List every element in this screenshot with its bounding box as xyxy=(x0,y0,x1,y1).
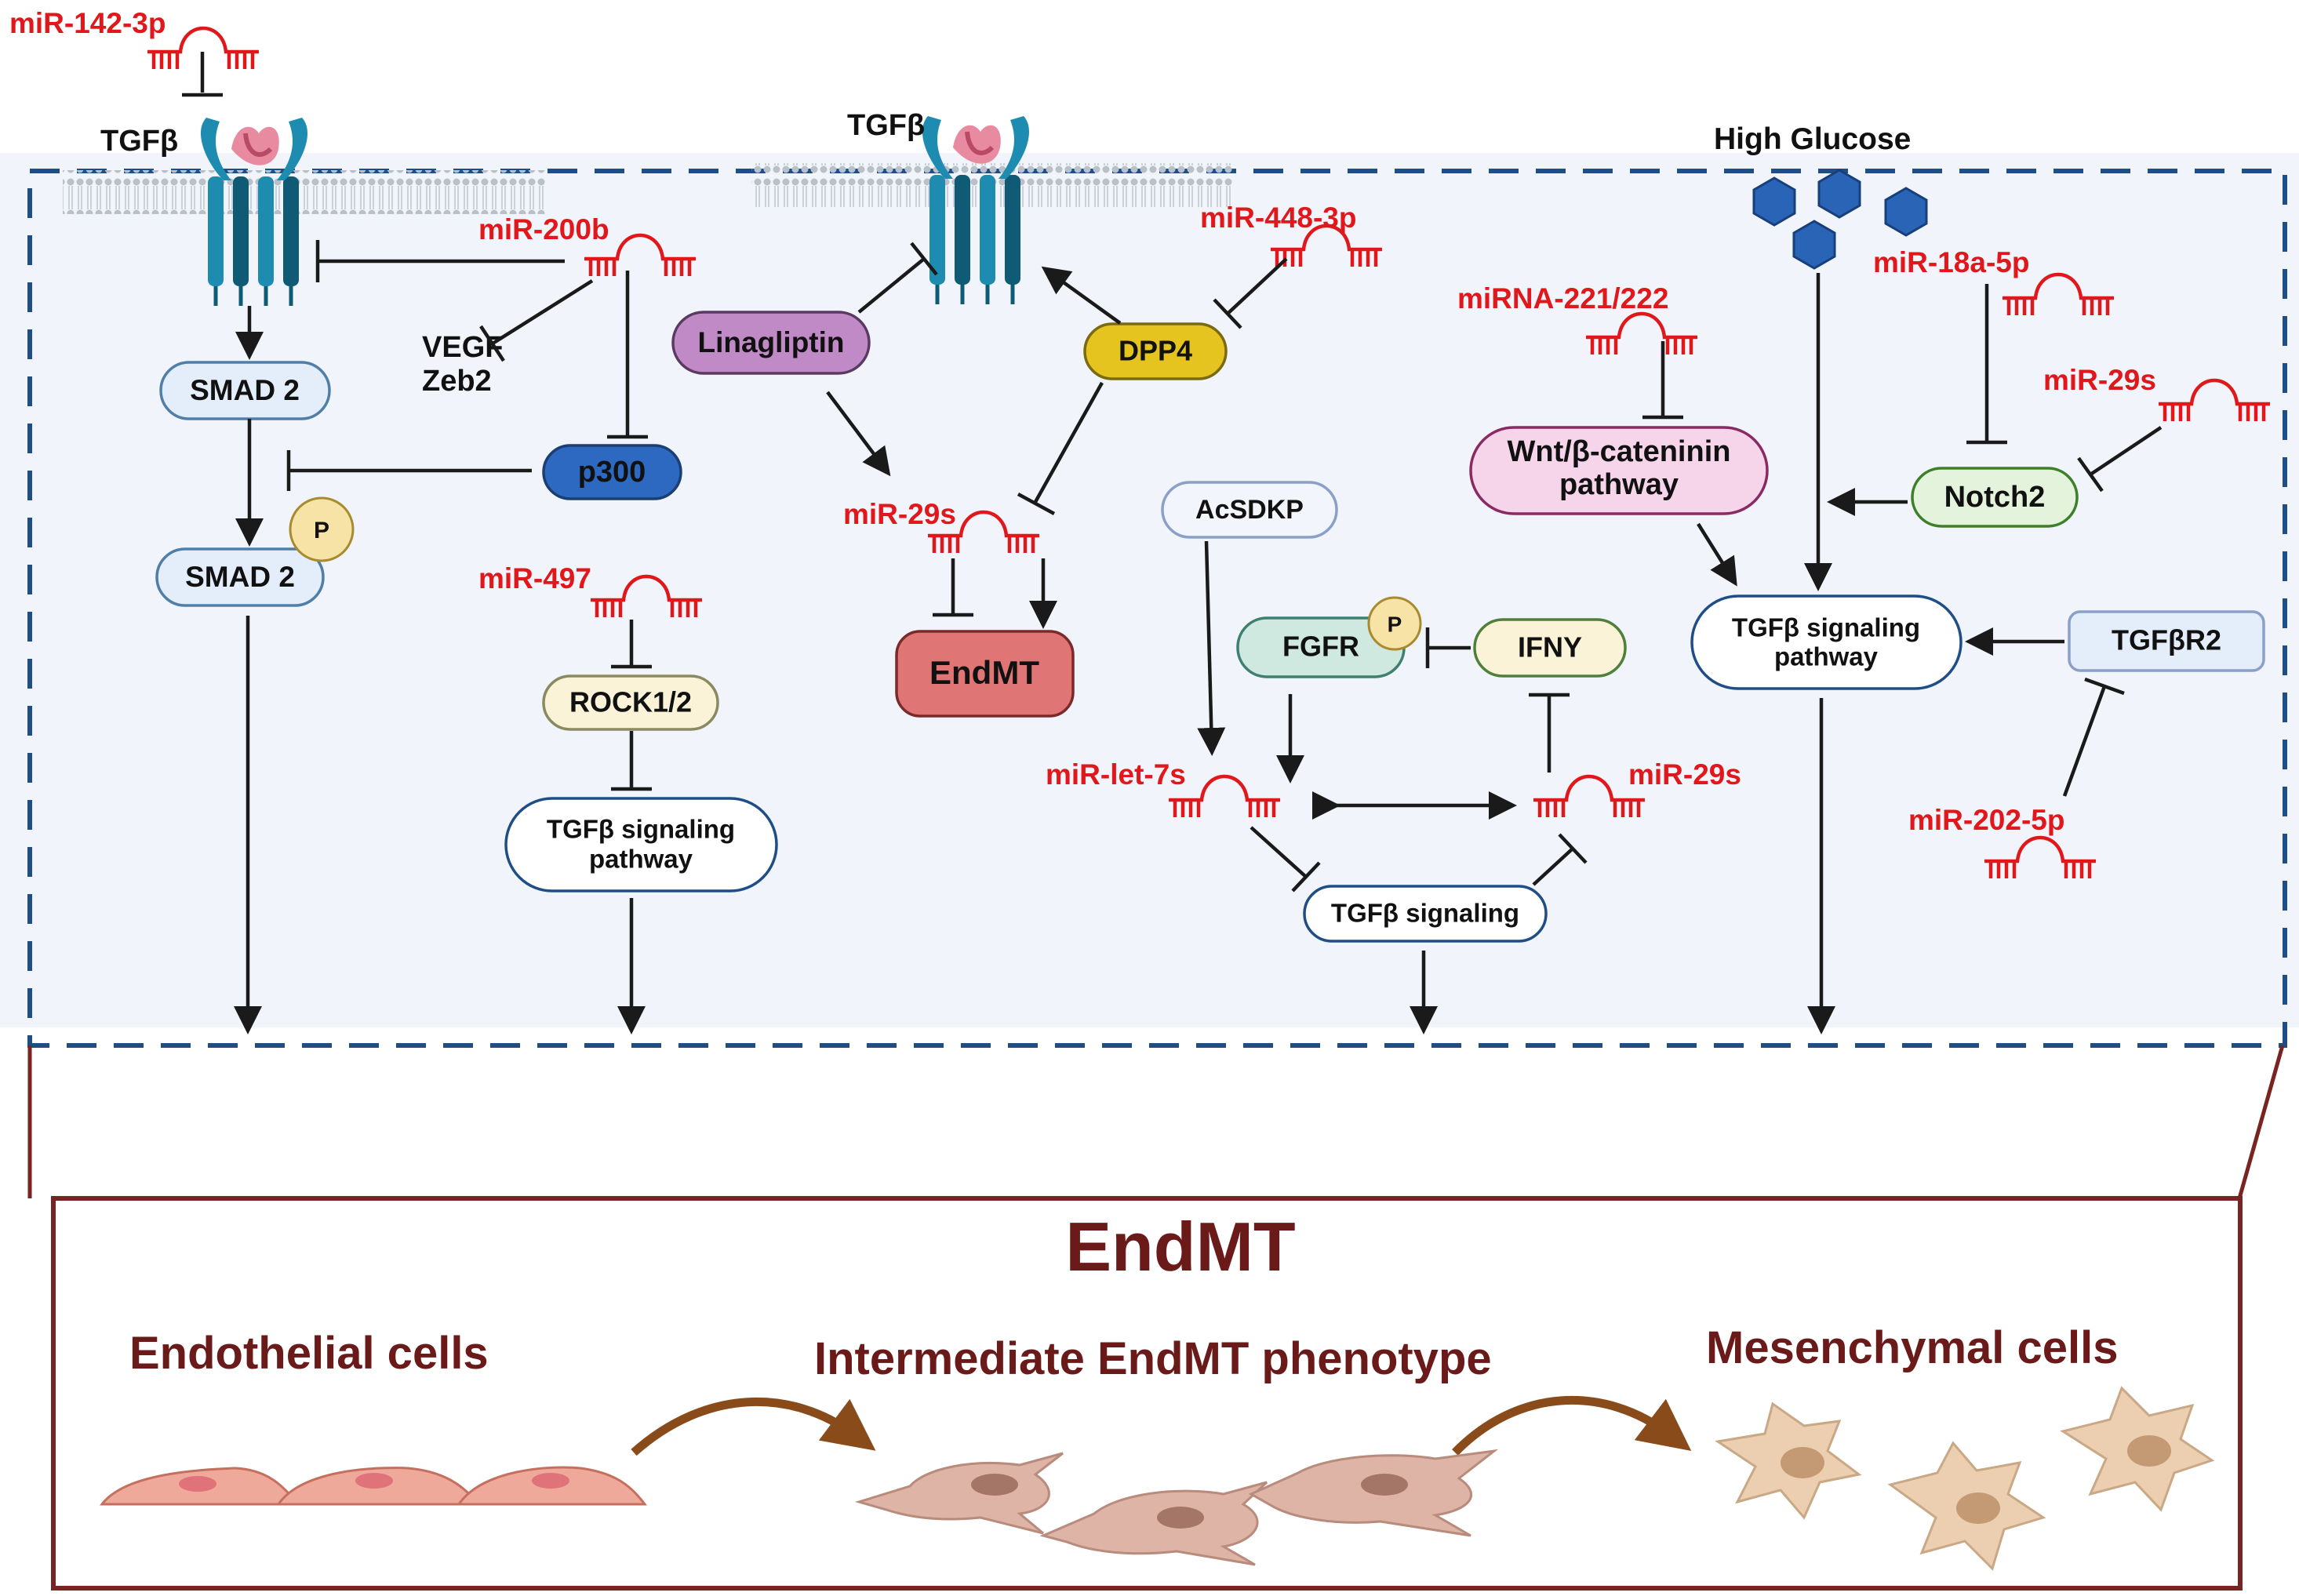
phospho-badge-smad: P xyxy=(289,496,355,562)
svg-text:SMAD 2: SMAD 2 xyxy=(185,561,295,593)
mirna-label: miR-202-5p xyxy=(1908,804,2064,836)
mesenchymal-cells-illustration xyxy=(1715,1386,2215,1571)
vegf-label: VEGF xyxy=(422,331,503,364)
svg-text:AcSDKP: AcSDKP xyxy=(1195,495,1304,525)
intermediate-phenotype-label: Intermediate EndMT phenotype xyxy=(814,1333,1492,1384)
svg-text:pathway: pathway xyxy=(589,845,693,874)
zeb2-label: Zeb2 xyxy=(422,365,492,398)
glucose-hexagon-icon xyxy=(1884,187,1928,237)
notch2-node: Notch2 xyxy=(1911,467,2079,528)
svg-text:P: P xyxy=(314,518,329,544)
cell-nucleus-icon xyxy=(1956,1492,2000,1524)
svg-text:TGFβ signaling: TGFβ signaling xyxy=(1331,899,1519,928)
mirna-221-222: miRNA-221/222 xyxy=(1457,282,1697,354)
svg-text:P: P xyxy=(1388,612,1402,636)
svg-text:TGFβ signaling: TGFβ signaling xyxy=(547,815,735,844)
endmt-node: EndMT xyxy=(895,630,1075,718)
cell-nucleus-icon xyxy=(1157,1507,1204,1529)
phospho-badge-fgfr: P xyxy=(1367,596,1422,651)
svg-text:pathway: pathway xyxy=(1559,468,1679,501)
connectors xyxy=(182,52,2163,1034)
cell-nucleus-icon xyxy=(1781,1447,1824,1478)
linagliptin-node: Linagliptin xyxy=(671,311,871,375)
endothelial-cells-label: Endothelial cells xyxy=(129,1328,489,1379)
svg-text:p300: p300 xyxy=(578,456,646,489)
cell-nucleus-icon xyxy=(2127,1435,2171,1467)
svg-text:FGFR: FGFR xyxy=(1282,631,1359,663)
glucose-hexagon-icon xyxy=(1792,220,1836,270)
svg-text:TGFβR2: TGFβR2 xyxy=(2112,624,2221,656)
mirna-label: miR-497 xyxy=(478,562,591,594)
transition-arrow-2-icon xyxy=(1452,1395,1692,1456)
cell-nucleus-icon xyxy=(355,1473,393,1489)
glucose-hexagon-icon xyxy=(1752,176,1796,227)
svg-text:Wnt/β-cateninin: Wnt/β-cateninin xyxy=(1508,435,1731,468)
svg-text:ROCK1/2: ROCK1/2 xyxy=(569,686,692,718)
smad2-phosphorylated-node: SMAD 2 xyxy=(155,547,325,607)
mirna-202-5p: miR-202-5p xyxy=(1908,804,2096,878)
mesenchymal-cells-label: Mesenchymal cells xyxy=(1706,1322,2119,1373)
mirna-label: miR-29s xyxy=(1628,758,1741,791)
cell-nucleus-icon xyxy=(1361,1474,1408,1496)
p300-node: p300 xyxy=(542,444,682,500)
fgfr-node: FGFR xyxy=(1236,616,1406,678)
panel-background xyxy=(0,153,2299,1027)
endothelial-cells-illustration xyxy=(99,1466,647,1506)
mirna-label: miR-142-3p xyxy=(9,7,166,39)
wnt-node: Wnt/β-cateninin pathway xyxy=(1469,426,1769,515)
glucose-hexagon-icon xyxy=(1817,169,1861,219)
dashed-panel-border xyxy=(27,169,2287,1048)
mirna-200b: miR-200b xyxy=(478,213,696,276)
tgfb-label-middle: TGFβ xyxy=(847,109,925,142)
tgfb-signaling-node: TGFβ signaling xyxy=(1303,885,1548,943)
cell-nucleus-icon xyxy=(179,1476,216,1492)
cell-nucleus-icon xyxy=(532,1473,569,1489)
mirna-label: miR-let-7s xyxy=(1046,758,1186,791)
zoom-line-right xyxy=(2237,1045,2285,1199)
mirna-142-3p: miR-142-3p xyxy=(9,7,259,69)
mirna-label: miR-18a-5p xyxy=(1873,246,2029,278)
svg-text:Notch2: Notch2 xyxy=(1944,481,2046,514)
membrane-left xyxy=(63,170,545,214)
mirna-29s-middle: miR-29s xyxy=(843,498,1039,553)
tgfb-pathway-left-node: TGFβ signaling pathway xyxy=(504,797,778,893)
intermediate-cells-illustration xyxy=(854,1449,1499,1566)
ifny-node: IFNY xyxy=(1473,618,1627,678)
mirna-label: miRNA-221/222 xyxy=(1457,282,1668,314)
svg-text:Linagliptin: Linagliptin xyxy=(697,326,844,358)
mirna-label: miR-448-3p xyxy=(1200,202,1356,234)
mirna-let-7s: miR-let-7s xyxy=(1046,758,1280,817)
svg-text:TGFβ signaling: TGFβ signaling xyxy=(1732,613,1920,642)
svg-text:pathway: pathway xyxy=(1774,642,1879,671)
tgfb-label-left: TGFβ xyxy=(100,125,178,158)
dpp4-node: DPP4 xyxy=(1083,322,1228,380)
tgfb-pathway-right-node: TGFβ signaling pathway xyxy=(1690,594,1963,690)
mirna-497: miR-497 xyxy=(478,562,702,617)
svg-text:DPP4: DPP4 xyxy=(1119,335,1192,367)
intermediate-cell-icon xyxy=(1039,1481,1268,1566)
svg-text:IFNY: IFNY xyxy=(1518,631,1582,663)
intermediate-cell-icon xyxy=(854,1452,1064,1535)
smad2-node: SMAD 2 xyxy=(159,361,331,420)
mirna-label: miR-29s xyxy=(843,498,956,530)
tgfbr2-node: TGFβR2 xyxy=(2068,610,2265,672)
mirna-29s-lower: miR-29s xyxy=(1533,758,1741,817)
mirna-label: miR-200b xyxy=(478,213,609,245)
svg-text:SMAD 2: SMAD 2 xyxy=(190,374,300,406)
mirna-29s-right: miR-29s xyxy=(2043,364,2270,421)
transition-arrow-1-icon xyxy=(631,1397,876,1456)
mirna-18a-5p: miR-18a-5p xyxy=(1873,246,2114,315)
acsdkp-node: AcSDKP xyxy=(1161,481,1338,539)
high-glucose-label: High Glucose xyxy=(1714,122,1911,156)
rock-node: ROCK1/2 xyxy=(542,674,719,731)
mirna-448-3p: miR-448-3p xyxy=(1200,202,1382,267)
endmt-title: EndMT xyxy=(1065,1208,1295,1285)
mirna-label: miR-29s xyxy=(2043,364,2156,396)
svg-text:EndMT: EndMT xyxy=(929,654,1039,691)
cell-nucleus-icon xyxy=(971,1474,1018,1496)
